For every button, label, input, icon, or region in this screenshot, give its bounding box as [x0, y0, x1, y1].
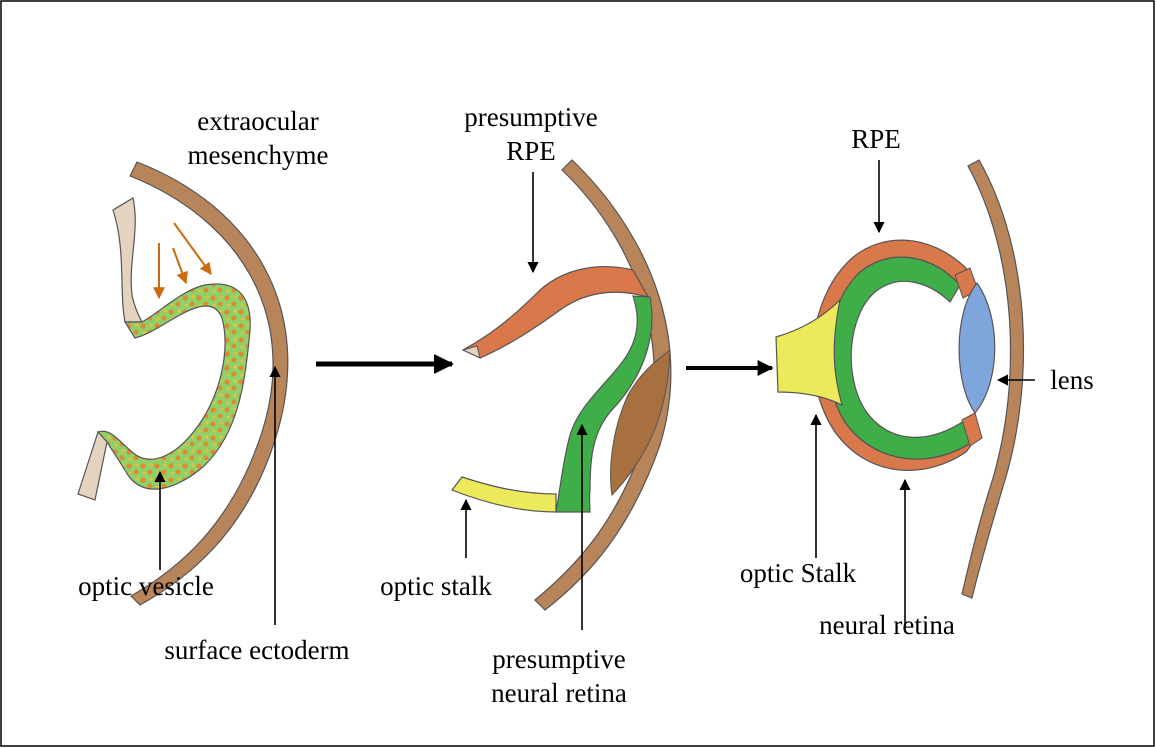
label-optic-stalk-3: optic Stalk — [740, 558, 857, 588]
label-neural-retina: neural retina — [819, 610, 955, 640]
label-surface-ectoderm: surface ectoderm — [164, 635, 349, 665]
label-extraocular: extraocular — [197, 106, 318, 136]
label-lens: lens — [1050, 365, 1094, 395]
label-presumptive-rpe-1: presumptive — [464, 102, 597, 132]
label-rpe: RPE — [851, 124, 901, 154]
label-optic-vesicle: optic vesicle — [78, 571, 214, 601]
label-presumptive-rpe-2: RPE — [506, 136, 556, 166]
label-presumptive-neural-retina-1: presumptive — [492, 644, 625, 674]
label-mesenchyme: mesenchyme — [188, 140, 329, 170]
label-presumptive-neural-retina-2: neural retina — [491, 678, 627, 708]
label-optic-stalk: optic stalk — [380, 571, 492, 601]
